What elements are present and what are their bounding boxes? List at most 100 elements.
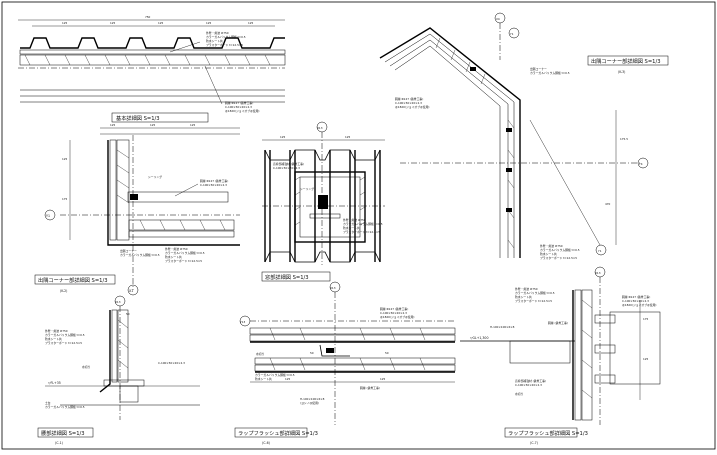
svg-text:(ヨシノ@使用): (ヨシノ@使用) — [300, 401, 319, 405]
svg-text:窓枠部補強材 (鉄骨工事): 窓枠部補強材 (鉄骨工事) — [515, 379, 546, 383]
svg-text:470: 470 — [605, 202, 611, 206]
svg-text:@1820(ジョイオブ@使用): @1820(ジョイオブ@使用) — [380, 315, 414, 319]
svg-text:外壁・角波 #750: 外壁・角波 #750 — [206, 31, 229, 35]
detail-1-title: 基本詳細図 S=1/3 — [116, 114, 160, 122]
svg-text:Y1: Y1 — [598, 249, 602, 253]
svg-text:カラーガルバリウム鋼板 t=0.5: カラーガルバリウム鋼板 t=0.5 — [45, 405, 85, 409]
svg-text:C-100×50×20×2.3: C-100×50×20×2.3 — [200, 183, 227, 187]
svg-text:プラスターボード t=12.5×5: プラスターボード t=12.5×5 — [515, 299, 552, 303]
svg-text:@1820(ジョイオブ@使用): @1820(ジョイオブ@使用) — [622, 303, 656, 307]
svg-text:C-100×50×20×2.3: C-100×50×20×2.3 — [622, 299, 649, 303]
svg-text:C-100×50×20×2.3: C-100×50×20×2.3 — [273, 166, 300, 170]
svg-text:プラスターボード t=12.5×5: プラスターボード t=12.5×5 — [165, 259, 202, 263]
svg-text:50: 50 — [385, 351, 389, 355]
svg-text:胴縁 Φ127 (鉄骨工事): 胴縁 Φ127 (鉄骨工事) — [225, 101, 253, 105]
svg-text:X13: X13 — [317, 126, 323, 130]
svg-text:125: 125 — [280, 135, 286, 139]
svg-text:C-100×50×20×2.3: C-100×50×20×2.3 — [515, 383, 542, 387]
svg-text:防水シート共: 防水シート共 — [165, 255, 182, 259]
dim-overall: 750 — [145, 15, 151, 19]
svg-text:X13: X13 — [330, 286, 336, 290]
grid-bubble-y1 — [44, 209, 56, 221]
svg-text:H-100×100×6×8: H-100×100×6×8 — [490, 325, 515, 329]
svg-text:防水シート共: 防水シート共 — [206, 39, 223, 43]
svg-text:胴縁 Φ127 (鉄骨工事): 胴縁 Φ127 (鉄骨工事) — [622, 295, 650, 299]
svg-text:防水シート共: 防水シート共 — [343, 226, 360, 230]
svg-text:50: 50 — [126, 312, 130, 316]
detail-lap-flash-2: X13 ▽GL+1,300 175 125 外壁・角波 #750 カラーガルバリ… — [460, 266, 661, 445]
svg-text:防水シート共: 防水シート共 — [255, 377, 272, 381]
svg-text:125: 125 — [150, 123, 156, 127]
svg-text:カラーガルバリウム鋼板 t=0.5: カラーガルバリウム鋼板 t=0.5 — [540, 248, 580, 252]
svg-text:X1: X1 — [129, 289, 133, 293]
svg-text:胴縁 Φ127 (鉄骨工事): 胴縁 Φ127 (鉄骨工事) — [395, 97, 423, 101]
svg-text:(C-7): (C-7) — [530, 441, 538, 445]
svg-text:H-100×100×6×8: H-100×100×6×8 — [300, 397, 325, 401]
svg-text:カラーガルバリウム鋼板 t=0.5: カラーガルバリウム鋼板 t=0.5 — [530, 71, 570, 75]
svg-text:Y1: Y1 — [510, 32, 514, 36]
svg-text:125: 125 — [248, 21, 254, 25]
svg-text:125: 125 — [206, 21, 212, 25]
svg-text:外壁・角波 #750: 外壁・角波 #750 — [343, 218, 366, 222]
svg-text:プラスターボード t=12.5×5: プラスターボード t=12.5×5 — [206, 43, 243, 47]
svg-text:125: 125 — [62, 21, 68, 25]
svg-text:カラーガルバリウム鋼板 t=0.5: カラーガルバリウム鋼板 t=0.5 — [120, 253, 160, 257]
svg-text:▽FL+35: ▽FL+35 — [48, 381, 61, 385]
svg-text:プラスターボード t=12.5×5: プラスターボード t=12.5×5 — [343, 230, 380, 234]
svg-text:窓枠部補強材 (鉄骨工事): 窓枠部補強材 (鉄骨工事) — [273, 162, 304, 166]
svg-text:カラーガルバリウム鋼板 t=0.5: カラーガルバリウム鋼板 t=0.5 — [255, 373, 295, 377]
svg-text:出隅コーナー: 出隅コーナー — [530, 67, 547, 71]
svg-text:出隅コーナー: 出隅コーナー — [120, 249, 137, 253]
detail-4-title: 窓部詳細図 S=1/3 — [265, 273, 309, 281]
svg-text:(C-6): (C-6) — [262, 441, 270, 445]
svg-text:外壁・角波 #750: 外壁・角波 #750 — [540, 244, 563, 248]
svg-text:水切り: 水切り — [256, 352, 265, 356]
svg-text:土台: 土台 — [45, 401, 51, 405]
svg-text:Y13: Y13 — [240, 320, 245, 324]
svg-text:125: 125 — [62, 157, 68, 161]
svg-text:X13: X13 — [115, 300, 121, 304]
svg-text:カラーガルバリウム鋼板 t=0.5: カラーガルバリウム鋼板 t=0.5 — [206, 35, 246, 39]
svg-text:C-100×50×20×2.3: C-100×50×20×2.3 — [395, 101, 422, 105]
svg-text:カラーガルバリウム鋼板 t=0.5: カラーガルバリウム鋼板 t=0.5 — [343, 222, 383, 226]
svg-text:外壁・角波 #750: 外壁・角波 #750 — [45, 329, 68, 333]
svg-text:Y4: Y4 — [639, 162, 643, 166]
svg-text:水切り: 水切り — [515, 392, 524, 396]
svg-text:125: 125 — [285, 377, 291, 381]
svg-text:125: 125 — [110, 123, 116, 127]
svg-text:125: 125 — [110, 21, 116, 25]
svg-text:胴縁 (鉄骨工事): 胴縁 (鉄骨工事) — [548, 321, 568, 325]
svg-text:カラーガルバリウム鋼板 t=0.5: カラーガルバリウム鋼板 t=0.5 — [515, 291, 555, 295]
svg-text:胴縁 Φ127 (鉄骨工事): 胴縁 Φ127 (鉄骨工事) — [200, 179, 228, 183]
svg-text:125: 125 — [190, 123, 196, 127]
svg-text:(K-2): (K-2) — [60, 289, 67, 293]
svg-text:175: 175 — [62, 197, 68, 201]
svg-text:125: 125 — [643, 357, 649, 361]
svg-text:水切り: 水切り — [82, 365, 91, 369]
svg-text:胴縁 (鉄骨工事): 胴縁 (鉄骨工事) — [360, 386, 380, 390]
svg-text:C-100×50×20×2.3: C-100×50×20×2.3 — [158, 361, 185, 365]
detail-7-title: ラップフラッシュ部詳細図 S=1/3 — [238, 429, 318, 437]
svg-text:胴縁 Φ127 (鉄骨工事): 胴縁 Φ127 (鉄骨工事) — [380, 307, 408, 311]
svg-text:(K-3): (K-3) — [618, 70, 625, 74]
svg-text:外壁・角波 #750: 外壁・角波 #750 — [165, 247, 188, 251]
svg-text:▽GL+1,300: ▽GL+1,300 — [470, 336, 489, 340]
svg-text:カラーガルバリウム鋼板 t=0.5: カラーガルバリウム鋼板 t=0.5 — [165, 251, 205, 255]
svg-text:カラーガルバリウム鋼板 t=0.5: カラーガルバリウム鋼板 t=0.5 — [45, 333, 85, 337]
svg-text:X4: X4 — [496, 17, 500, 21]
svg-text:C-100×50×20×2.3: C-100×50×20×2.3 — [380, 311, 407, 315]
detail-basic: 750 125 125 125 125 125 外壁・角波 #750 カラーガル… — [18, 15, 286, 123]
svg-text:防水シート共: 防水シート共 — [540, 252, 557, 256]
svg-text:@1820(ジョイオブ@使用): @1820(ジョイオブ@使用) — [225, 109, 259, 113]
detail-corner-sloped: X4 Y1 Y4 Y1 175.5 470 出隅コーナー カラーガルバリウム鋼板… — [379, 12, 669, 260]
svg-text:50: 50 — [310, 351, 314, 355]
detail-8-title: ラップフラッシュ部詳細図 S=1/3 — [508, 429, 588, 437]
svg-text:(C-1): (C-1) — [55, 441, 63, 445]
grid-bubble-x1 — [127, 284, 139, 296]
svg-text:プラスターボード t=12.5×5: プラスターボード t=12.5×5 — [540, 256, 577, 260]
detail-5-title: 出隅コーナー部詳細図 S=1/3 — [591, 57, 661, 65]
svg-text:175: 175 — [643, 317, 649, 321]
